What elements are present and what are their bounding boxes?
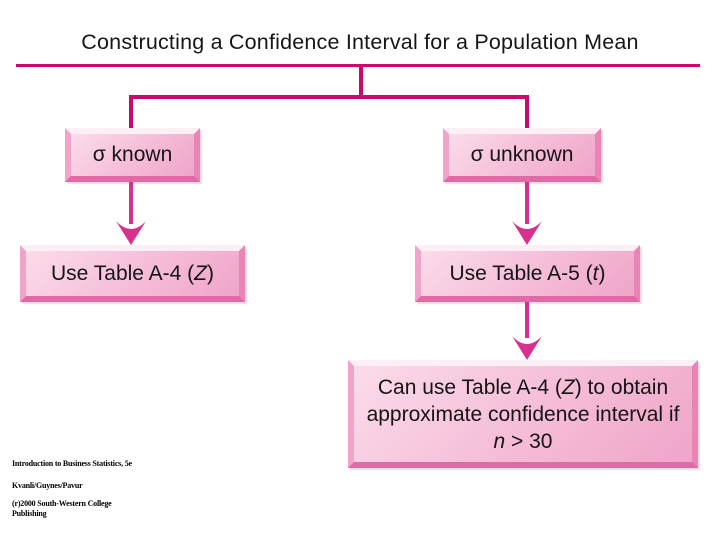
- large-sample-var1: Z: [561, 375, 575, 399]
- node-sigma-unknown-label: σ unknown: [470, 143, 574, 166]
- use-table-a4-variable: Z: [194, 261, 207, 285]
- tree-branch-connector: [129, 95, 529, 99]
- credit-line: Introduction to Business Statistics, 5e: [12, 459, 132, 468]
- large-sample-var2: n: [493, 429, 506, 453]
- use-table-a4-suffix: ): [207, 261, 214, 285]
- large-sample-part3: > 30: [505, 429, 553, 453]
- large-sample-part1: Can use Table A-4 (: [377, 375, 562, 399]
- node-sigma-unknown: σ unknown: [443, 128, 601, 182]
- credit-line: Kvanli/Guynes/Pavur: [12, 481, 83, 490]
- node-use-table-a4-label: Use Table A-4 (Z): [51, 262, 214, 286]
- tree-root-connector: [359, 66, 363, 97]
- tree-right-stub: [525, 98, 529, 130]
- left-arrow-stem: [129, 182, 133, 224]
- credit-line: (r)2000 South-Western College: [12, 499, 112, 508]
- credit-line: Publishing: [12, 509, 47, 518]
- node-large-sample-note: Can use Table A-4 (Z) to obtain approxim…: [348, 360, 698, 468]
- node-use-table-a5-label: Use Table A-5 (t): [449, 262, 605, 286]
- node-large-sample-note-label: Can use Table A-4 (Z) to obtain approxim…: [364, 374, 682, 455]
- tree-left-stub: [129, 98, 133, 130]
- large-sample-part2: ) to obtain approximate confidence inter…: [366, 375, 680, 426]
- left-down-arrow-icon: [116, 221, 146, 245]
- right-arrow-stem: [525, 182, 529, 224]
- title-divider: [16, 64, 700, 67]
- use-table-a5-suffix: ): [598, 261, 606, 285]
- use-table-a4-prefix: Use Table A-4 (: [50, 261, 195, 285]
- node-use-table-a5: Use Table A-5 (t): [415, 245, 640, 302]
- node-use-table-a4: Use Table A-4 (Z): [20, 245, 245, 302]
- page-title: Constructing a Confidence Interval for a…: [81, 30, 639, 54]
- bottom-down-arrow-icon: [512, 336, 542, 360]
- use-table-a5-prefix: Use Table A-5 (: [449, 261, 593, 285]
- node-sigma-known: σ known: [65, 128, 200, 182]
- credits: Introduction to Business Statistics, 5e …: [12, 459, 132, 518]
- bottom-arrow-stem: [525, 302, 529, 338]
- use-table-a5-variable: t: [592, 261, 599, 285]
- right-down-arrow-icon: [512, 221, 542, 245]
- node-sigma-known-label: σ known: [92, 143, 173, 166]
